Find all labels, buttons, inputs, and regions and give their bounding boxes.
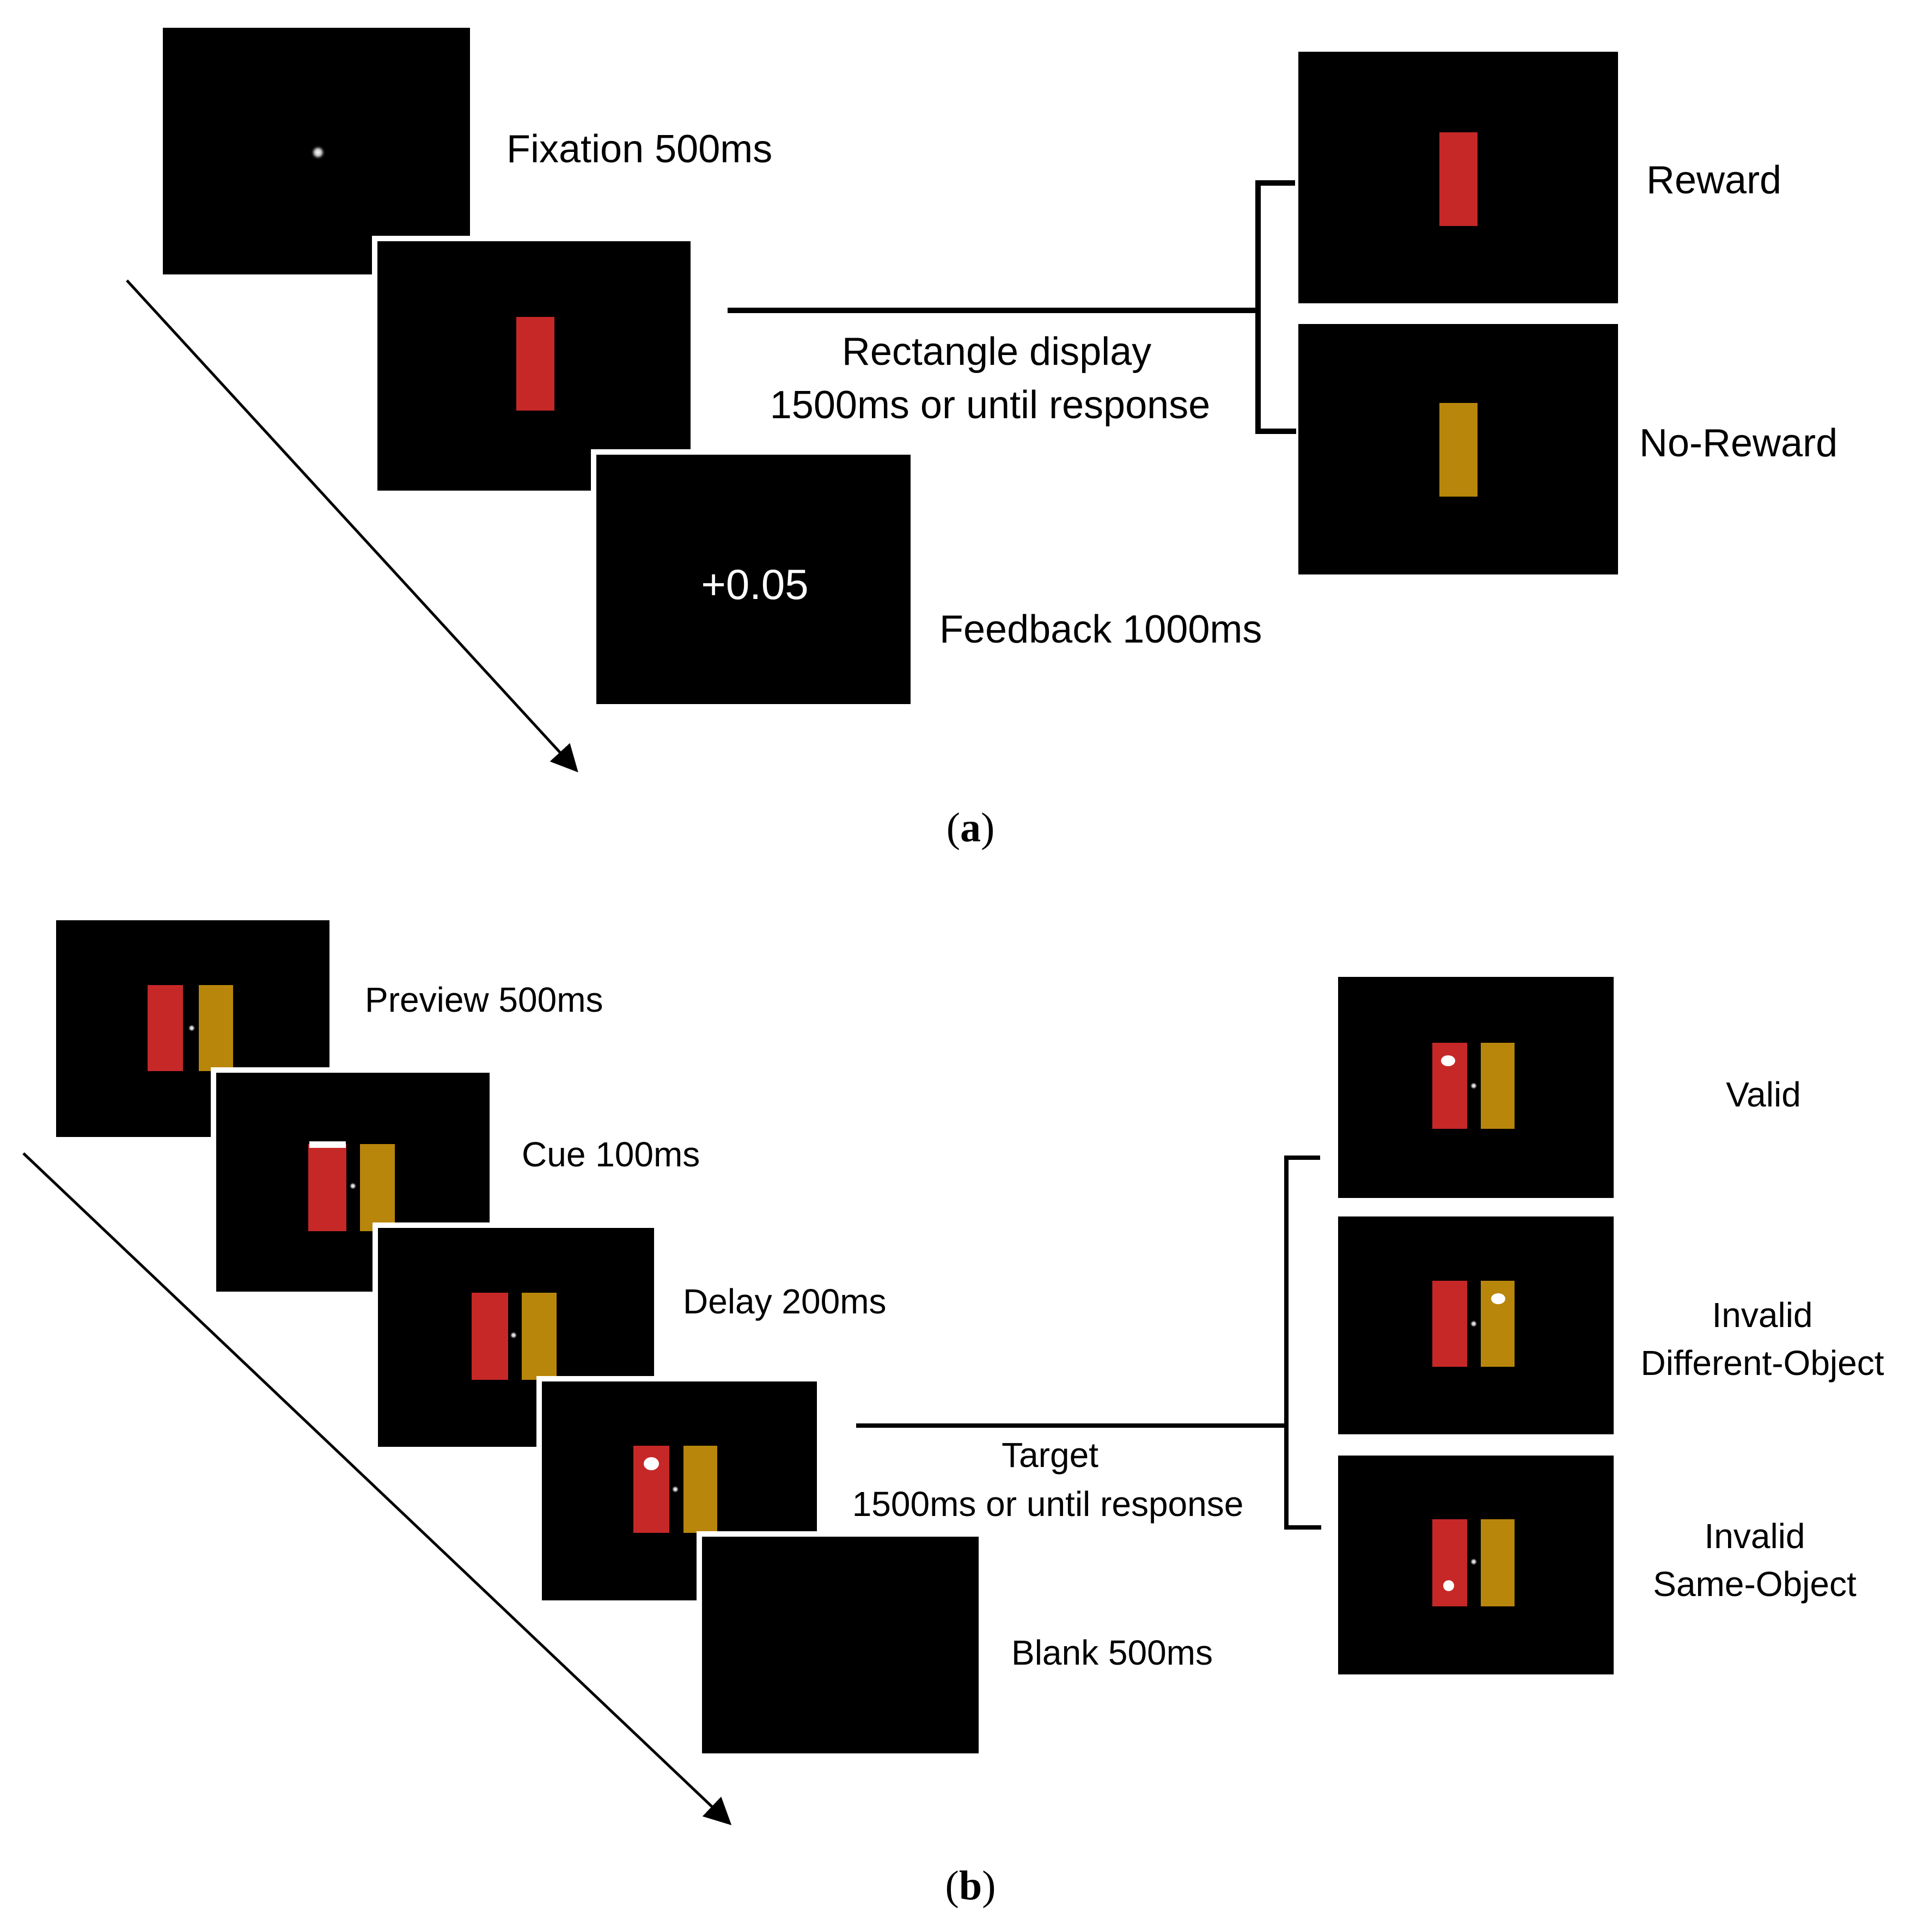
cue-screen <box>211 1067 495 1297</box>
target-dot <box>1443 1580 1454 1591</box>
panel-b: Preview 500ms Cue 100ms Delay 200ms <box>22 915 1884 1909</box>
invalid-same-object-screen <box>1338 1456 1614 1674</box>
time-arrow-a <box>126 279 578 773</box>
fixation-point <box>349 1182 357 1190</box>
feedback-value: +0.05 <box>701 560 808 608</box>
no-reward-screen <box>1298 324 1618 574</box>
cue-bar <box>309 1141 346 1148</box>
gold-rectangle <box>1481 1519 1515 1606</box>
invalid-diff-label-line1: Invalid <box>1712 1295 1813 1335</box>
valid-label: Valid <box>1726 1075 1801 1114</box>
rect-display-label-line1: Rectangle display <box>842 330 1151 374</box>
fixation-point <box>1470 1320 1478 1328</box>
target-dot <box>1491 1293 1505 1304</box>
valid-screen <box>1338 977 1614 1198</box>
cue-label: Cue 100ms <box>522 1135 700 1174</box>
gold-rectangle <box>683 1446 717 1533</box>
target-label-line2: 1500ms or until response <box>852 1484 1244 1524</box>
caption-b: (b) <box>945 1863 996 1909</box>
target-label-line1: Target <box>1002 1435 1098 1475</box>
invalid-diff-label-line2: Different-Object <box>1641 1343 1884 1383</box>
gold-rectangle <box>360 1144 395 1231</box>
red-rectangle <box>308 1144 346 1231</box>
gold-rectangle <box>1481 1043 1515 1129</box>
blank-screen <box>697 1531 984 1759</box>
delay-screen <box>373 1222 660 1452</box>
invalid-different-object-screen <box>1338 1216 1614 1434</box>
rect-display-label-line2: 1500ms or until response <box>770 383 1210 427</box>
blank-label: Blank 500ms <box>1011 1633 1213 1672</box>
fixation-point <box>188 1024 196 1032</box>
gold-rectangle <box>522 1293 557 1380</box>
target-screen <box>536 1376 822 1606</box>
bracket-b <box>1284 1155 1321 1530</box>
no-reward-label: No-Reward <box>1639 421 1837 465</box>
reward-label: Reward <box>1646 158 1781 202</box>
gold-rectangle <box>1439 403 1478 497</box>
red-rectangle <box>1439 132 1478 226</box>
fixation-label: Fixation 500ms <box>506 127 772 171</box>
feedback-label: Feedback 1000ms <box>939 608 1262 651</box>
fixation-point <box>1470 1558 1478 1566</box>
feedback-screen: +0.05 <box>591 449 916 710</box>
gold-rectangle <box>199 985 233 1071</box>
fixation-point <box>510 1331 517 1339</box>
red-rectangle <box>1432 1281 1467 1367</box>
preview-label: Preview 500ms <box>365 980 603 1019</box>
time-arrow-b <box>22 1152 732 1825</box>
panel-a: Fixation 500ms +0.05 Feedback 1000ms Rec… <box>126 22 1837 851</box>
fixation-point <box>671 1485 679 1493</box>
red-rectangle <box>472 1293 508 1380</box>
bracket-a <box>1255 180 1296 434</box>
delay-label: Delay 200ms <box>683 1282 887 1321</box>
red-rectangle <box>1432 1519 1467 1606</box>
reward-screen <box>1298 52 1618 303</box>
target-dot <box>1441 1055 1455 1066</box>
fixation-point <box>1470 1082 1478 1090</box>
fixation-screen <box>157 22 475 280</box>
target-dot <box>644 1457 659 1470</box>
caption-a: (a) <box>947 805 995 851</box>
invalid-same-label-line2: Same-Object <box>1653 1564 1857 1604</box>
red-rectangle <box>516 317 554 411</box>
fixation-point <box>310 145 326 160</box>
invalid-same-label-line1: Invalid <box>1705 1517 1805 1556</box>
red-rectangle <box>148 985 183 1071</box>
